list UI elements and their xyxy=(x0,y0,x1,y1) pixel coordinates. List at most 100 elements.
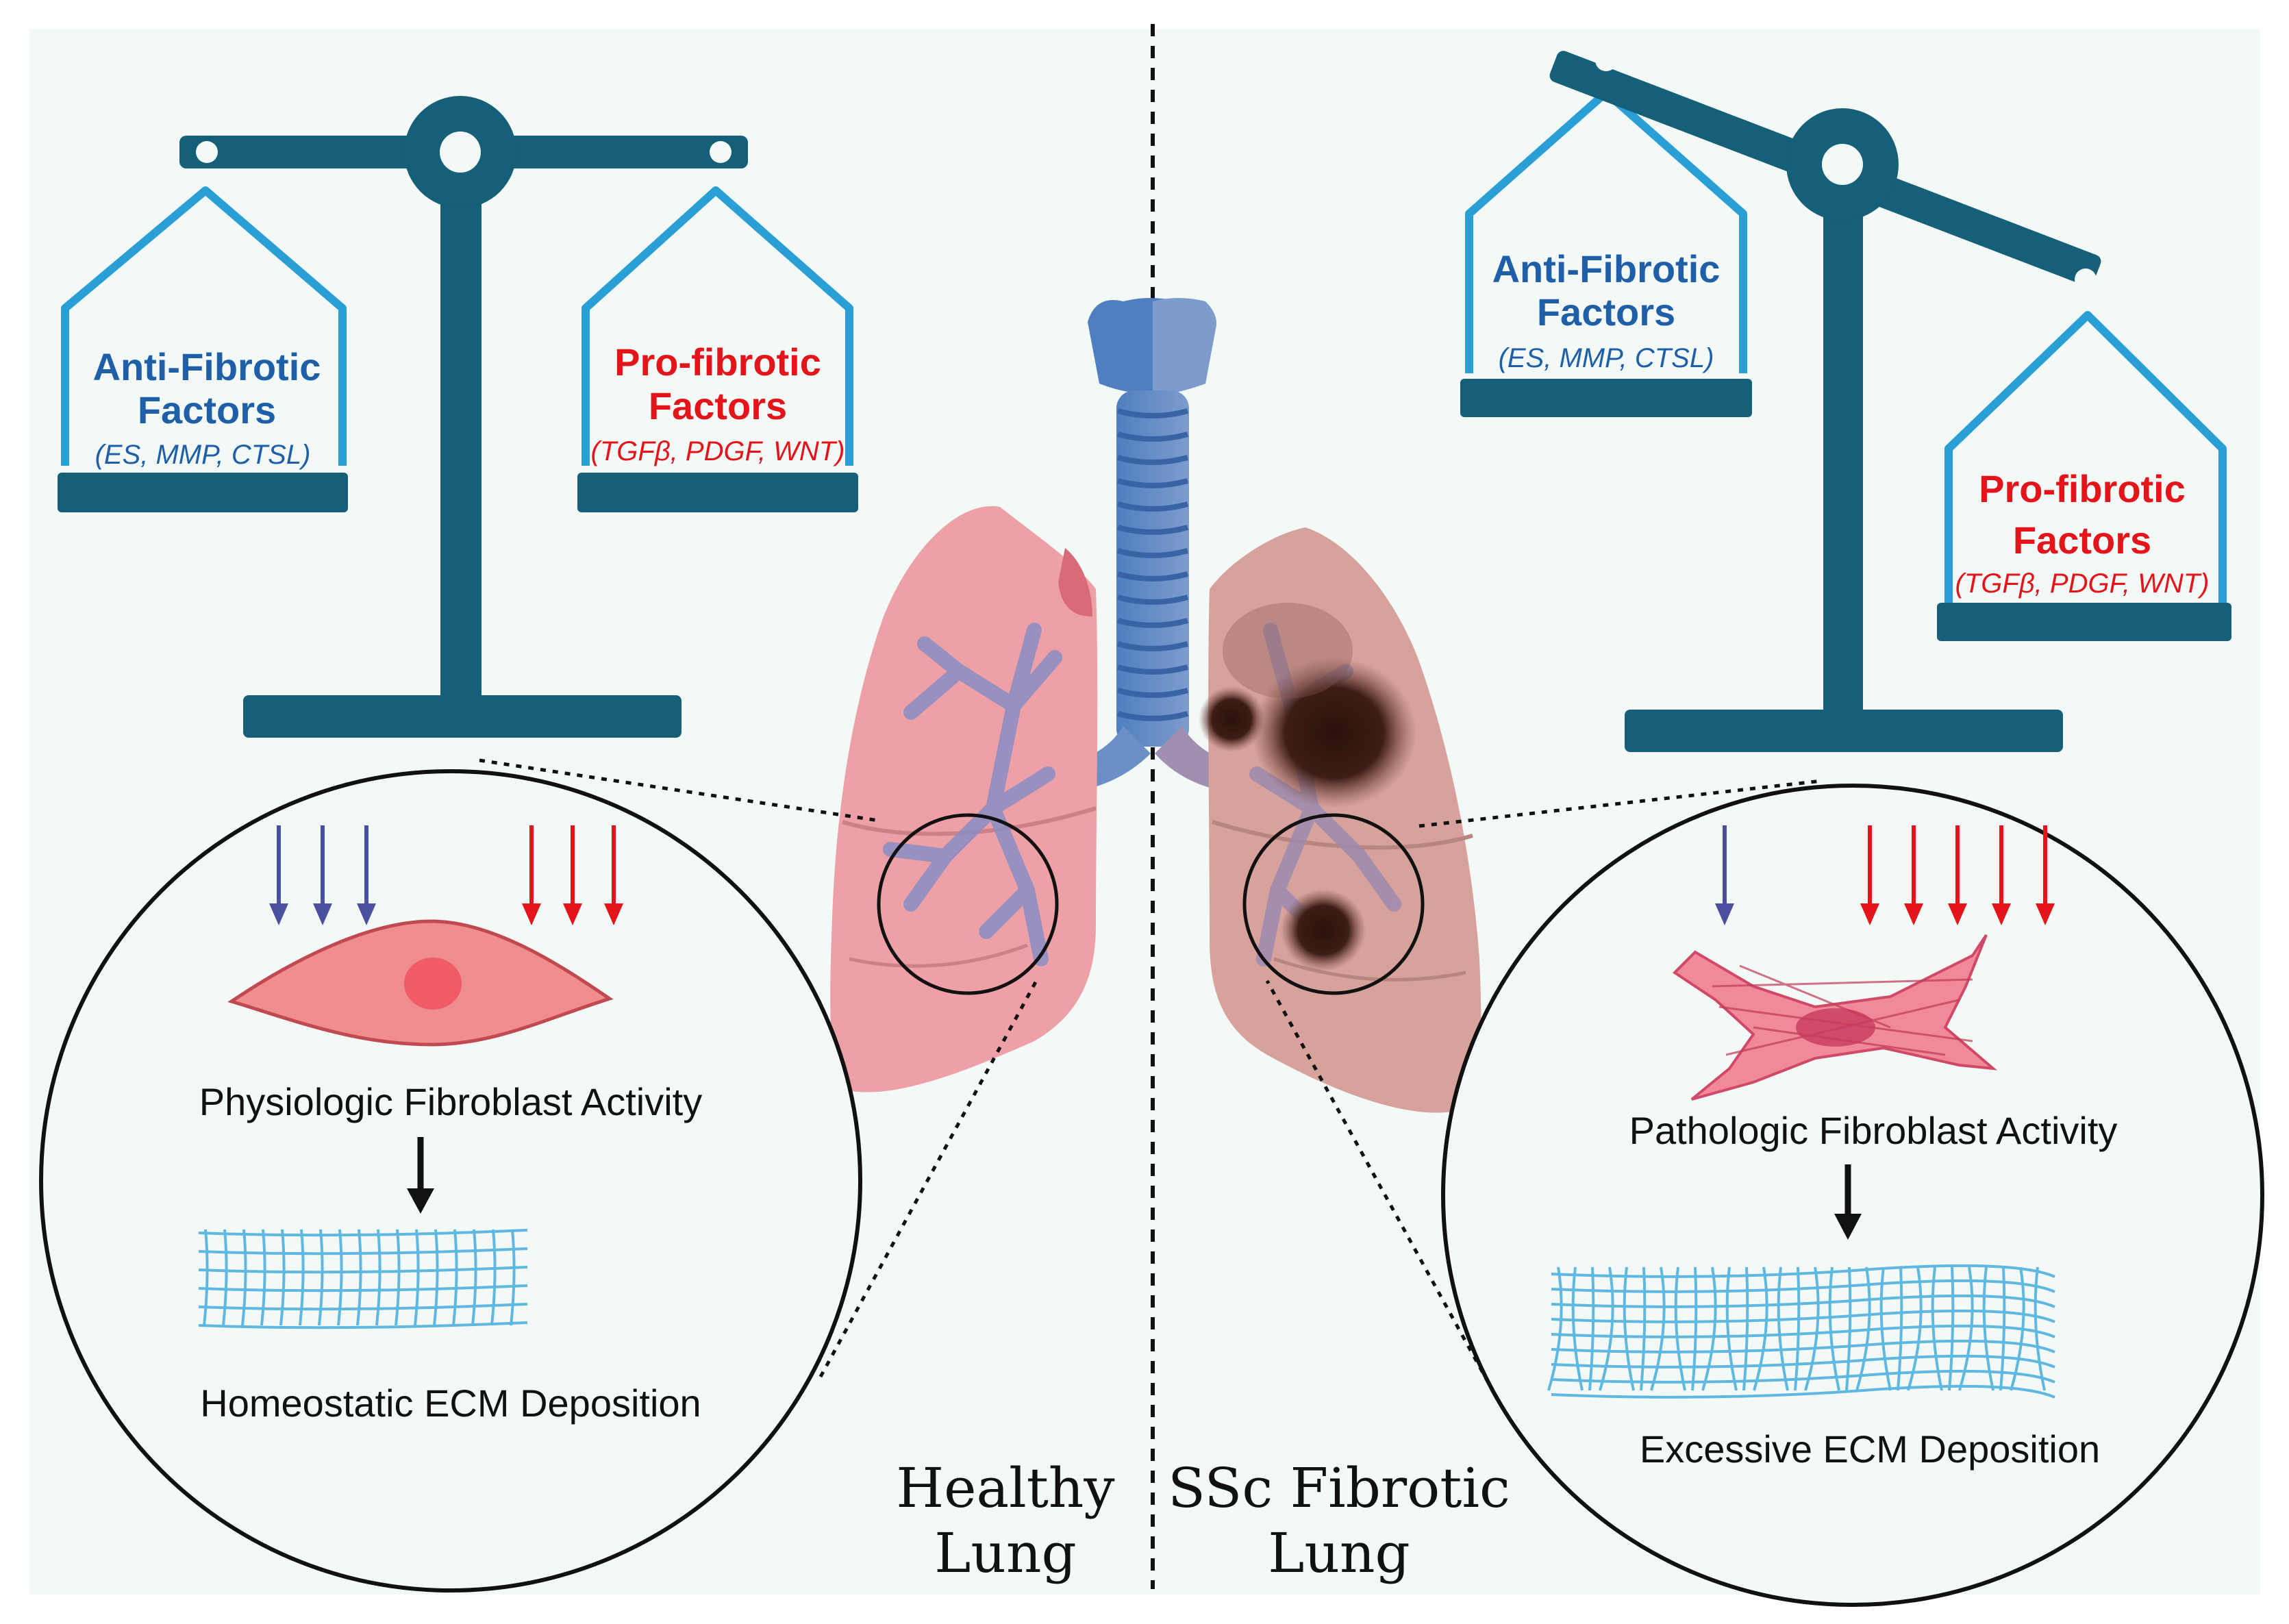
left-anti-title-2: Factors xyxy=(138,388,276,432)
right-deposition-label: Excessive ECM Deposition xyxy=(1640,1427,2100,1471)
fibroblast-cell-icon xyxy=(1672,934,1998,1101)
beam-left-knob xyxy=(1595,49,1617,71)
trachea-ring xyxy=(1116,455,1189,465)
left-pro-title-2: Factors xyxy=(649,384,787,427)
mesh-strand xyxy=(1640,1266,1647,1391)
mesh-strand xyxy=(1551,1264,2055,1278)
fibrotic-lung-fissure-2 xyxy=(1273,957,1466,982)
mesh-strand xyxy=(395,1229,401,1326)
mesh-strand xyxy=(490,1229,497,1326)
trachea xyxy=(1116,390,1189,747)
fibrosis-haze xyxy=(1223,603,1353,699)
mesh-strand xyxy=(1588,1266,1595,1391)
trachea-ring xyxy=(1116,641,1189,651)
ecm-mesh-icon xyxy=(198,1229,528,1329)
mesh-strand xyxy=(1742,1266,1749,1391)
trachea-ring xyxy=(1116,595,1189,605)
left-anti-arrows xyxy=(269,825,376,925)
mesh-strand xyxy=(2034,1266,2046,1391)
pro-pan-hanger xyxy=(1944,311,2227,603)
fibrotic-lung-label-2: Lung xyxy=(1268,1521,1410,1585)
mesh-strand xyxy=(198,1229,528,1237)
mesh-strand xyxy=(198,1321,528,1329)
mesh-strand xyxy=(1551,1309,2055,1323)
left-down-arrowhead xyxy=(407,1188,434,1214)
mesh-strand xyxy=(1701,1266,1717,1391)
left-activity-label: Physiologic Fibroblast Activity xyxy=(199,1080,703,1123)
left-anti-sub: (ES, MMP, CTSL) xyxy=(95,440,311,470)
mesh-strand xyxy=(1650,1266,1666,1391)
healthy-lung-fissure-2 xyxy=(849,943,1028,968)
trachea-ring xyxy=(1116,478,1189,488)
right-down-arrowhead xyxy=(1834,1214,1862,1240)
scale-pivot-hole xyxy=(1822,144,1863,185)
mesh-strand xyxy=(510,1229,516,1326)
balance-scale-icon xyxy=(58,96,858,738)
mesh-strand xyxy=(1623,1266,1635,1391)
fibrotic-zoom-circle xyxy=(1242,813,1425,995)
mesh-strand xyxy=(1551,1369,2055,1384)
mesh-strand xyxy=(1551,1324,2055,1338)
mesh-strand xyxy=(471,1229,477,1326)
pro-fibrotic-arrow-head xyxy=(2036,903,2055,925)
fibroblast-cell-icon xyxy=(227,919,614,1047)
mesh-strand xyxy=(318,1229,324,1326)
pro-fibrotic-arrow-head xyxy=(1904,903,1923,925)
mesh-strand xyxy=(414,1229,420,1326)
zoom-connectors xyxy=(479,758,1823,1395)
right-anti-sub: (ES, MMP, CTSL) xyxy=(1499,343,1714,373)
trachea-ring xyxy=(1116,501,1189,512)
trachea-ring xyxy=(1116,618,1189,628)
pro-fibrotic-arrow-head xyxy=(1992,903,2011,925)
mesh-strand xyxy=(241,1229,247,1326)
beam-right-knob xyxy=(2075,268,2097,290)
mesh-strand xyxy=(452,1229,458,1326)
fibrosis-spot xyxy=(1199,686,1264,752)
mesh-strand xyxy=(1828,1266,1840,1391)
mesh-strand xyxy=(198,1284,528,1292)
mesh-strand xyxy=(433,1229,439,1326)
mesh-strand xyxy=(203,1229,209,1326)
mesh-strand xyxy=(1691,1266,1698,1391)
mesh-strand xyxy=(1551,1384,2055,1399)
mesh-strand xyxy=(198,1303,528,1311)
healthy-lung-label-1: Healthy xyxy=(896,1456,1114,1520)
right-anti-arrows xyxy=(1715,825,1734,925)
anti-fibrotic-arrow-head xyxy=(269,903,288,925)
right-pro-arrows xyxy=(1860,825,2055,925)
left-pro-arrows xyxy=(522,825,623,925)
ecm-mesh-icon xyxy=(1547,1264,2055,1399)
mesh-strand xyxy=(1551,1294,2055,1308)
pro-fibrotic-arrow-head xyxy=(1948,903,1967,925)
beam-right-knob xyxy=(710,141,731,163)
larynx-right xyxy=(1153,298,1216,396)
scale-base xyxy=(243,695,681,738)
scale-base xyxy=(1625,710,2063,752)
pro-pan-hanger xyxy=(581,186,853,466)
mesh-strand xyxy=(1674,1266,1686,1391)
mesh-strand xyxy=(1845,1266,1852,1391)
pro-pan xyxy=(1937,603,2231,641)
mesh-strand xyxy=(1551,1339,2055,1353)
trachea-ring xyxy=(1116,525,1189,535)
mesh-strand xyxy=(1571,1266,1584,1391)
mesh-strand xyxy=(1551,1354,2055,1369)
anti-fibrotic-arrow-head xyxy=(357,903,376,925)
trachea-ring xyxy=(1116,664,1189,675)
pro-fibrotic-arrow-head xyxy=(604,903,623,925)
fibrosis-spot xyxy=(1252,658,1416,808)
scale-post xyxy=(1823,199,1863,733)
left-deposition-label: Homeostatic ECM Deposition xyxy=(200,1382,701,1425)
mesh-strand xyxy=(1777,1266,1789,1391)
trachea-ring xyxy=(1116,711,1189,721)
anti-pan-hanger xyxy=(61,186,347,466)
trachea-ring xyxy=(1116,571,1189,582)
mesh-strand xyxy=(375,1229,382,1326)
trachea-ring xyxy=(1116,408,1189,419)
anti-pan xyxy=(58,473,348,512)
mesh-strand xyxy=(1725,1266,1738,1391)
mesh-strand xyxy=(1804,1266,1820,1391)
trachea-rings xyxy=(1116,408,1189,721)
left-pro-sub: (TGFβ, PDGF, WNT) xyxy=(591,436,845,466)
